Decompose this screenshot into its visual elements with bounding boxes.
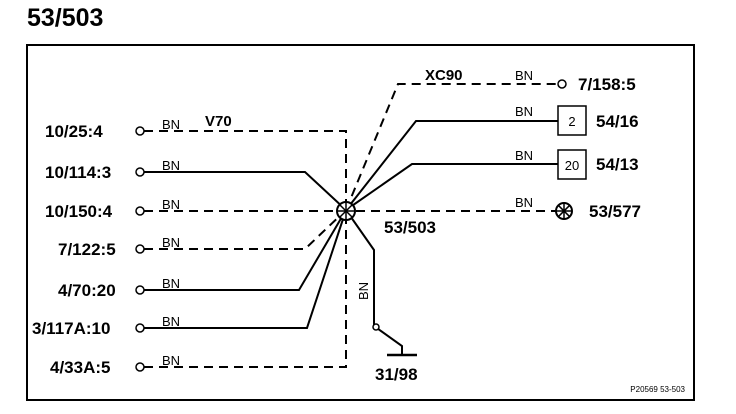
splice-label: 53/503 — [384, 218, 436, 237]
wire-10-150-4: 10/150:4 BN — [45, 197, 336, 221]
model-label-xc90: XC90 — [425, 67, 463, 84]
terminal-circle — [135, 126, 145, 136]
connector-pin: 2 — [568, 114, 575, 129]
terminal-label: 4/70:20 — [58, 281, 116, 300]
connector-pin: 20 — [565, 158, 579, 173]
connector-box — [557, 105, 587, 136]
wire-10-25-4: 10/25:4 BN V70 — [45, 113, 347, 210]
terminal-circle — [135, 167, 145, 177]
terminal-label: 10/114:3 — [45, 163, 111, 182]
terminal-circle — [135, 362, 145, 372]
model-label-v70: V70 — [205, 113, 232, 130]
wire-4-33a-5: 4/33A:5 BN — [50, 210, 347, 377]
page-title: 53/503 — [27, 4, 103, 32]
terminal-label: 54/16 — [596, 112, 639, 131]
terminal-circle — [372, 323, 380, 331]
wire-54-16: 2 BN 54/16 — [345, 104, 639, 211]
wire-color-label: BN — [515, 104, 533, 119]
wire-color-label: BN — [162, 197, 180, 212]
terminal-label: 7/122:5 — [58, 240, 116, 259]
wire-color-label: BN — [356, 282, 371, 300]
wire-color-label: BN — [515, 195, 533, 210]
ground-label: 31/98 — [375, 365, 418, 384]
terminal-label: 10/150:4 — [45, 202, 113, 221]
wire-3-117a-10: 3/117A:10 BN — [32, 209, 347, 338]
terminal-label: 4/33A:5 — [50, 358, 110, 377]
wire-54-13: 20 BN 54/13 — [345, 148, 639, 211]
wire-color-label: BN — [162, 235, 180, 250]
terminal-circle — [135, 323, 145, 333]
wire-color-label: BN — [515, 148, 533, 163]
footer-code: P20569 53-503 — [630, 385, 685, 394]
wire-color-label: BN — [162, 117, 180, 132]
wire-10-114-3: 10/114:3 BN — [45, 158, 347, 211]
wire-color-label: BN — [162, 158, 180, 173]
terminal-circle — [135, 285, 145, 295]
terminal-label: 7/158:5 — [578, 75, 636, 94]
wire-color-label: BN — [162, 314, 180, 329]
wire-7-158-5: XC90 BN 7/158:5 — [345, 67, 636, 211]
terminal-label: 53/577 — [589, 202, 641, 221]
wire-31-98: BN 31/98 — [345, 209, 418, 384]
splice-icon — [336, 201, 356, 221]
terminal-circle — [557, 79, 567, 89]
lamp-icon — [555, 202, 573, 220]
terminal-circle — [135, 206, 145, 216]
wire-color-label: BN — [515, 68, 533, 83]
wire-color-label: BN — [162, 276, 180, 291]
connector-box — [557, 149, 587, 180]
wire-4-70-20: 4/70:20 BN — [58, 209, 347, 300]
terminal-label: 10/25:4 — [45, 122, 103, 141]
wire-53-577: BN 53/577 — [356, 195, 641, 221]
terminal-circle — [135, 244, 145, 254]
wire-color-label: BN — [162, 353, 180, 368]
terminal-label: 54/13 — [596, 155, 639, 174]
diagram-frame — [26, 44, 695, 401]
wire-7-122-5: 7/122:5 BN — [58, 209, 347, 259]
terminal-label: 3/117A:10 — [32, 319, 110, 338]
